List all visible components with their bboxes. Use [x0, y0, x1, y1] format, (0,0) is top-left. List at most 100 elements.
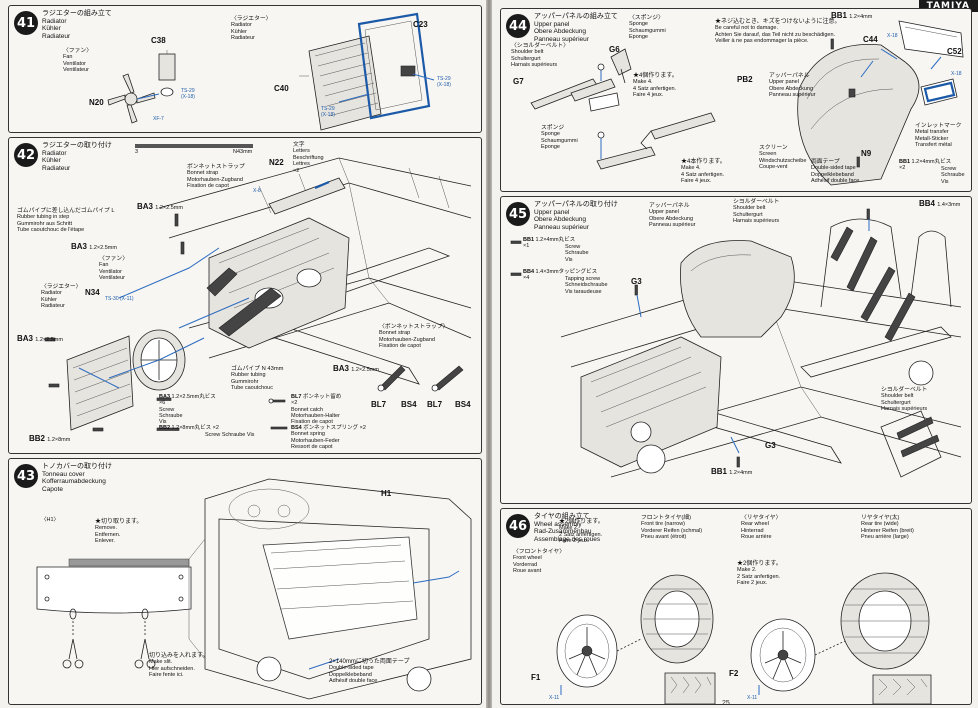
legend-bb1-de: Schraube	[941, 172, 965, 179]
shoulder2-de: Schultergurt	[881, 399, 911, 406]
legend-parts	[156, 397, 288, 431]
car-body	[188, 478, 472, 700]
bonnet-strap-parts	[377, 365, 464, 392]
rear-tire-jp: リヤタイヤ(太)	[861, 515, 900, 521]
metal-transfer-part	[920, 78, 958, 106]
rubber-tube-jp: ゴムパイプに差し込んだゴムパイプ L	[17, 208, 115, 214]
title-en: Radiator	[42, 149, 67, 157]
rear-wheel-label: 〈リヤタイヤ〉 Rear wheel Hinterrad Roue arrièr…	[741, 515, 781, 541]
legend-bb2-trans: Screw Schraube Vis	[205, 432, 254, 438]
front-en: Front wheel	[513, 555, 542, 562]
tonneau-cover-flat	[36, 558, 192, 614]
rear-box-jp: 〈リヤタイヤ〉	[741, 515, 782, 521]
upper-panel-part	[797, 43, 920, 186]
left-page: 41 ラジエターの組み立て Radiator Kühler Radiateur …	[0, 0, 486, 708]
part-g7: G7	[513, 77, 524, 86]
part-n34: N34	[85, 288, 100, 297]
letters-de: Beschriftung	[293, 154, 324, 161]
fan-label: 〈ファン〉 Fan Ventilator Ventilateur	[63, 48, 92, 74]
step-42-diagram	[44, 157, 472, 432]
shoulder-jp: 〈シヨルダーベルト〉	[511, 43, 569, 49]
bonnet-strap-part	[268, 177, 346, 215]
front-tire-en: Front tire (narrow)	[641, 521, 686, 528]
make2-de: 2 Satz anfertigen.	[559, 531, 603, 538]
metal-jp: インレットマーク	[915, 123, 962, 129]
front-de: Vorderrad	[513, 561, 538, 568]
sponge2-en: Sponge	[541, 131, 560, 138]
legend-bb4-fr: Vis taraudeuse	[565, 288, 602, 295]
paint-ref-ts30: TS-30 (X-11)	[105, 296, 134, 302]
h1-box-label: 〈H1〉	[41, 517, 60, 523]
tape-en: Double-sided tape	[811, 165, 856, 172]
make4b-de: 4 Satz anfertigen.	[681, 171, 725, 178]
remove-en: Remove.	[95, 525, 118, 532]
ba3-a-label: BA3	[137, 202, 154, 211]
legend-bb1-trans: Screw Schraube Vis	[941, 166, 965, 185]
upper-en: Upper panel	[769, 79, 799, 86]
make2-en: Make 2.	[559, 525, 579, 532]
title-fr: Radiateur	[42, 164, 71, 172]
make4-de: 4 Satz anfertigen.	[633, 85, 677, 92]
legend-bb4-de: Schneidschraube	[565, 282, 608, 289]
part-bb4: BB4 1.4×3mm	[919, 199, 960, 208]
upper-fr: Panneau supérieur	[769, 92, 816, 99]
legend-bs4-de: Motorhauben-Feder	[291, 437, 340, 444]
shoulder-en: Shoulder belt	[733, 205, 766, 212]
legend-bb1-qty: ×2	[899, 165, 906, 172]
front-tire-de: Vorderer Reifen (schmal)	[641, 527, 703, 534]
screw-bb1-a	[830, 38, 834, 50]
legend-bb1-de: Schraube	[565, 250, 589, 257]
shoulder-en: Shoulder belt	[511, 49, 544, 56]
rubber-tube-fr: Tube caoutchouc de l'étape	[17, 227, 85, 234]
step-title: ラジエターの組み立て Radiator Kühler Radiateur	[42, 10, 112, 40]
fan-fr: Ventilateur	[63, 67, 89, 74]
paint-ref-x18-a: X-18	[887, 33, 898, 39]
scale-label: N43mm	[233, 149, 253, 155]
bb2-label: BB2	[29, 434, 46, 443]
shoulder-belt-label-2: シヨルダーベルト Shoulder belt Schultergurt Harn…	[881, 387, 927, 413]
rear-tire-de: Hinterer Reifen (breit)	[861, 527, 914, 534]
shoulder-fr: Harnais supérieurs	[511, 62, 558, 69]
bonnet-strap-box-label: 〈ボンネットストラップ〉 Bonnet strap Motorhauben-Zu…	[379, 324, 448, 350]
make4-fr: Faire 4 jeux.	[633, 91, 664, 98]
careful-note: ★ネジ込むとき、キズをつけないように注意。 Be careful not to …	[715, 19, 840, 44]
legend-bb1-code: BB1	[523, 237, 535, 243]
rear-de: Hinterrad	[741, 527, 764, 534]
remove-jp: ★切り取ります。	[95, 519, 143, 525]
upper-panel-label: アッパーパネル Upper panel Obere Abdeckung Pann…	[769, 73, 815, 99]
bonnet-strap-jp: ボンネットストラップ	[187, 164, 245, 170]
part-c52: C52	[947, 47, 962, 56]
upper-en: Upper panel	[649, 209, 679, 216]
title-de: Kühler	[42, 25, 61, 32]
strap-box-de: Motorhauben-Zugband	[379, 336, 435, 343]
step-41-panel: 41 ラジエターの組み立て Radiator Kühler Radiateur …	[8, 5, 482, 133]
rear-en: Rear wheel	[741, 521, 769, 528]
upper-jp: アッパーパネル	[769, 73, 810, 79]
bb4-label: BB4	[919, 199, 936, 208]
title-de: Rad-Zusammenbau	[534, 528, 592, 535]
page-number-right: 25	[722, 700, 730, 707]
tape-jp: 2×140mmに切った両面テープ	[329, 659, 410, 665]
legend-bb4-qty: ×4	[523, 275, 530, 282]
rubber-pipe-jp: ゴムパイプ N 43mm	[231, 366, 284, 372]
title-fr: Radiateur	[42, 32, 71, 40]
legend-bb1: BB1 1.2×4mm丸ビス ×2	[899, 159, 951, 172]
tape-label: 両面テープ Double-sided tape Doppelklebeband …	[811, 159, 859, 185]
legend-bb1-en: Screw	[941, 166, 957, 172]
bb1-size: 1.2×4mm	[849, 14, 873, 20]
chassis-frame	[158, 157, 472, 385]
screw-bb1-b	[856, 156, 860, 168]
letters-label: 文字 Letters Beschriftung Lettres ×2	[293, 142, 324, 174]
make2b-fr: Faire 2 jeux.	[737, 579, 768, 586]
strap-box-jp: 〈ボンネットストラップ〉	[379, 324, 449, 330]
strap-ba3: BA3 1.2×2.5mm	[333, 364, 379, 373]
legend-bb2-qty: ×2	[212, 425, 219, 431]
legend-bb2-en: Screw	[205, 432, 221, 438]
step-45-panel: 45 アッパーパネルの取り付け Upper panel Obere Abdeck…	[500, 196, 972, 504]
title-jp: ラジエターの取り付け	[42, 142, 112, 149]
book-gutter	[486, 0, 492, 708]
upper-jp: アッパーパネル	[649, 203, 690, 209]
metal-en: Metal transfer	[915, 129, 949, 136]
shoulder-de: Schultergurt	[511, 55, 541, 62]
paint-ref-ts29-b: TS-29(X-18)	[437, 76, 451, 88]
